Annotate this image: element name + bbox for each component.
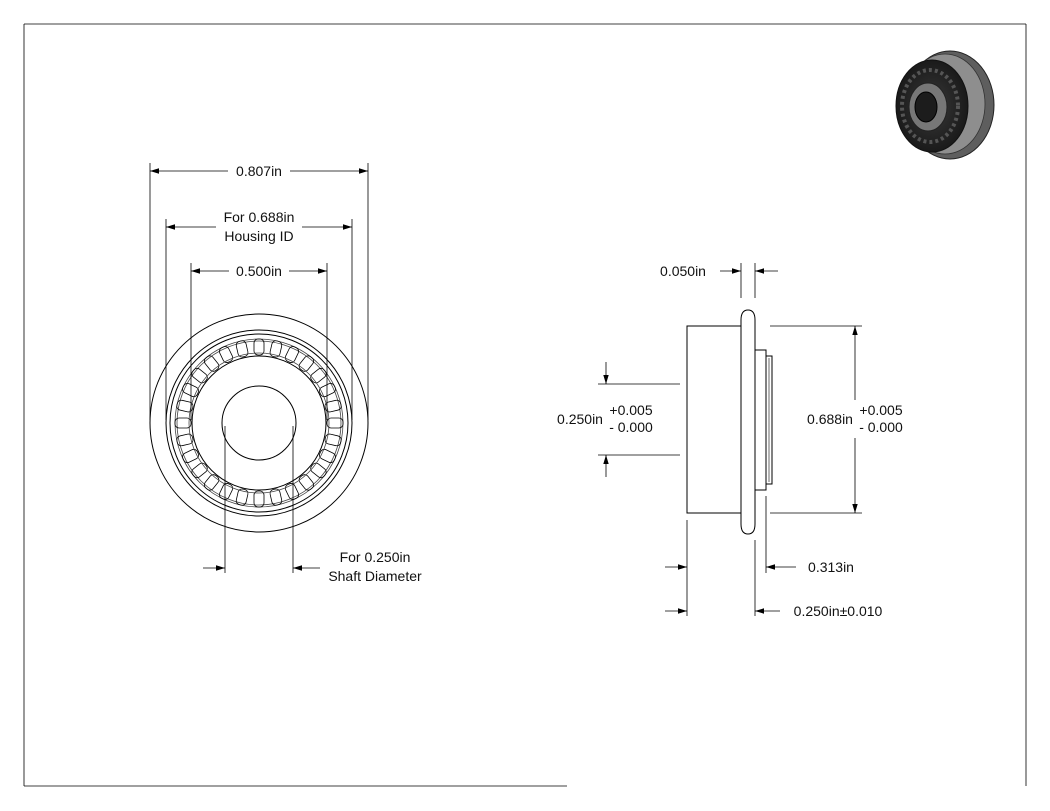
needle-roller [326, 417, 344, 429]
needle-roller [182, 382, 199, 398]
od-tol-minus: - 0.000 [859, 419, 903, 435]
needle-roller [176, 433, 194, 447]
needle-roller [253, 338, 265, 356]
dim-outer-diameter: 0.688in +0.005 - 0.000 [770, 325, 903, 514]
needle-roller [253, 490, 265, 508]
overall-diameter-label: 0.807in [236, 163, 282, 179]
needle-roller [191, 462, 208, 479]
inner-width-label: 0.500in [236, 263, 282, 279]
od-tol-plus: +0.005 [859, 402, 902, 418]
shaft-label-line1: For 0.250in [340, 549, 411, 565]
needle-roller [235, 488, 249, 506]
needle-roller [324, 433, 342, 447]
needle-roller [203, 474, 220, 491]
needle-roller [203, 355, 220, 372]
od-nominal-label: 0.688in [807, 411, 853, 427]
needle-roller [284, 346, 300, 363]
overall-length-label: 0.250in±0.010 [794, 603, 883, 619]
needle-roller [310, 367, 327, 384]
bore-tol-plus: +0.005 [609, 402, 652, 418]
bore-nominal-label: 0.250in [557, 411, 603, 427]
needle-roller [284, 483, 300, 500]
dim-inner-width: 0.500in [190, 263, 328, 420]
flange-thickness-label: 0.050in [660, 263, 706, 279]
shaft-label-line2: Shaft Diameter [328, 568, 422, 584]
sheet-border [23, 23, 1027, 787]
front-view: 0.807in For 0.688in Housing ID 0.500in F… [149, 163, 422, 584]
needle-roller [269, 488, 283, 506]
body-length-label: 0.313in [808, 559, 854, 575]
bore-tol-minus: - 0.000 [609, 419, 653, 435]
dim-flange-thickness: 0.050in [660, 263, 778, 298]
needle-roller [319, 382, 336, 398]
roller-ring [174, 338, 344, 508]
dim-overall-diameter: 0.807in [149, 163, 369, 420]
needle-roller [218, 346, 234, 363]
housing-id-label-line1: For 0.688in [224, 209, 295, 225]
housing-id-label-line2: Housing ID [224, 228, 293, 244]
needle-roller [218, 483, 234, 500]
dim-shaft-diameter: For 0.250in Shaft Diameter [203, 426, 422, 584]
dim-overall-length: 0.250in±0.010 [665, 540, 883, 619]
dim-body-length: 0.313in [665, 496, 854, 616]
bearing-render-thumbnail [895, 50, 995, 160]
side-view-geometry [686, 309, 773, 535]
needle-roller [324, 399, 342, 413]
needle-roller [174, 417, 192, 429]
needle-roller [310, 462, 327, 479]
needle-roller [298, 355, 315, 372]
needle-roller [235, 340, 249, 358]
dim-bore: 0.250in +0.005 - 0.000 [557, 362, 680, 477]
side-view: 0.050in 0.250in +0.005 - 0.000 0.688in +… [557, 263, 903, 619]
needle-roller [298, 474, 315, 491]
needle-roller [269, 340, 283, 358]
front-view-geometry [149, 313, 369, 533]
needle-roller [176, 399, 194, 413]
needle-roller [319, 448, 336, 464]
needle-roller [182, 448, 199, 464]
needle-roller [191, 367, 208, 384]
dim-housing-id: For 0.688in Housing ID [165, 209, 353, 420]
